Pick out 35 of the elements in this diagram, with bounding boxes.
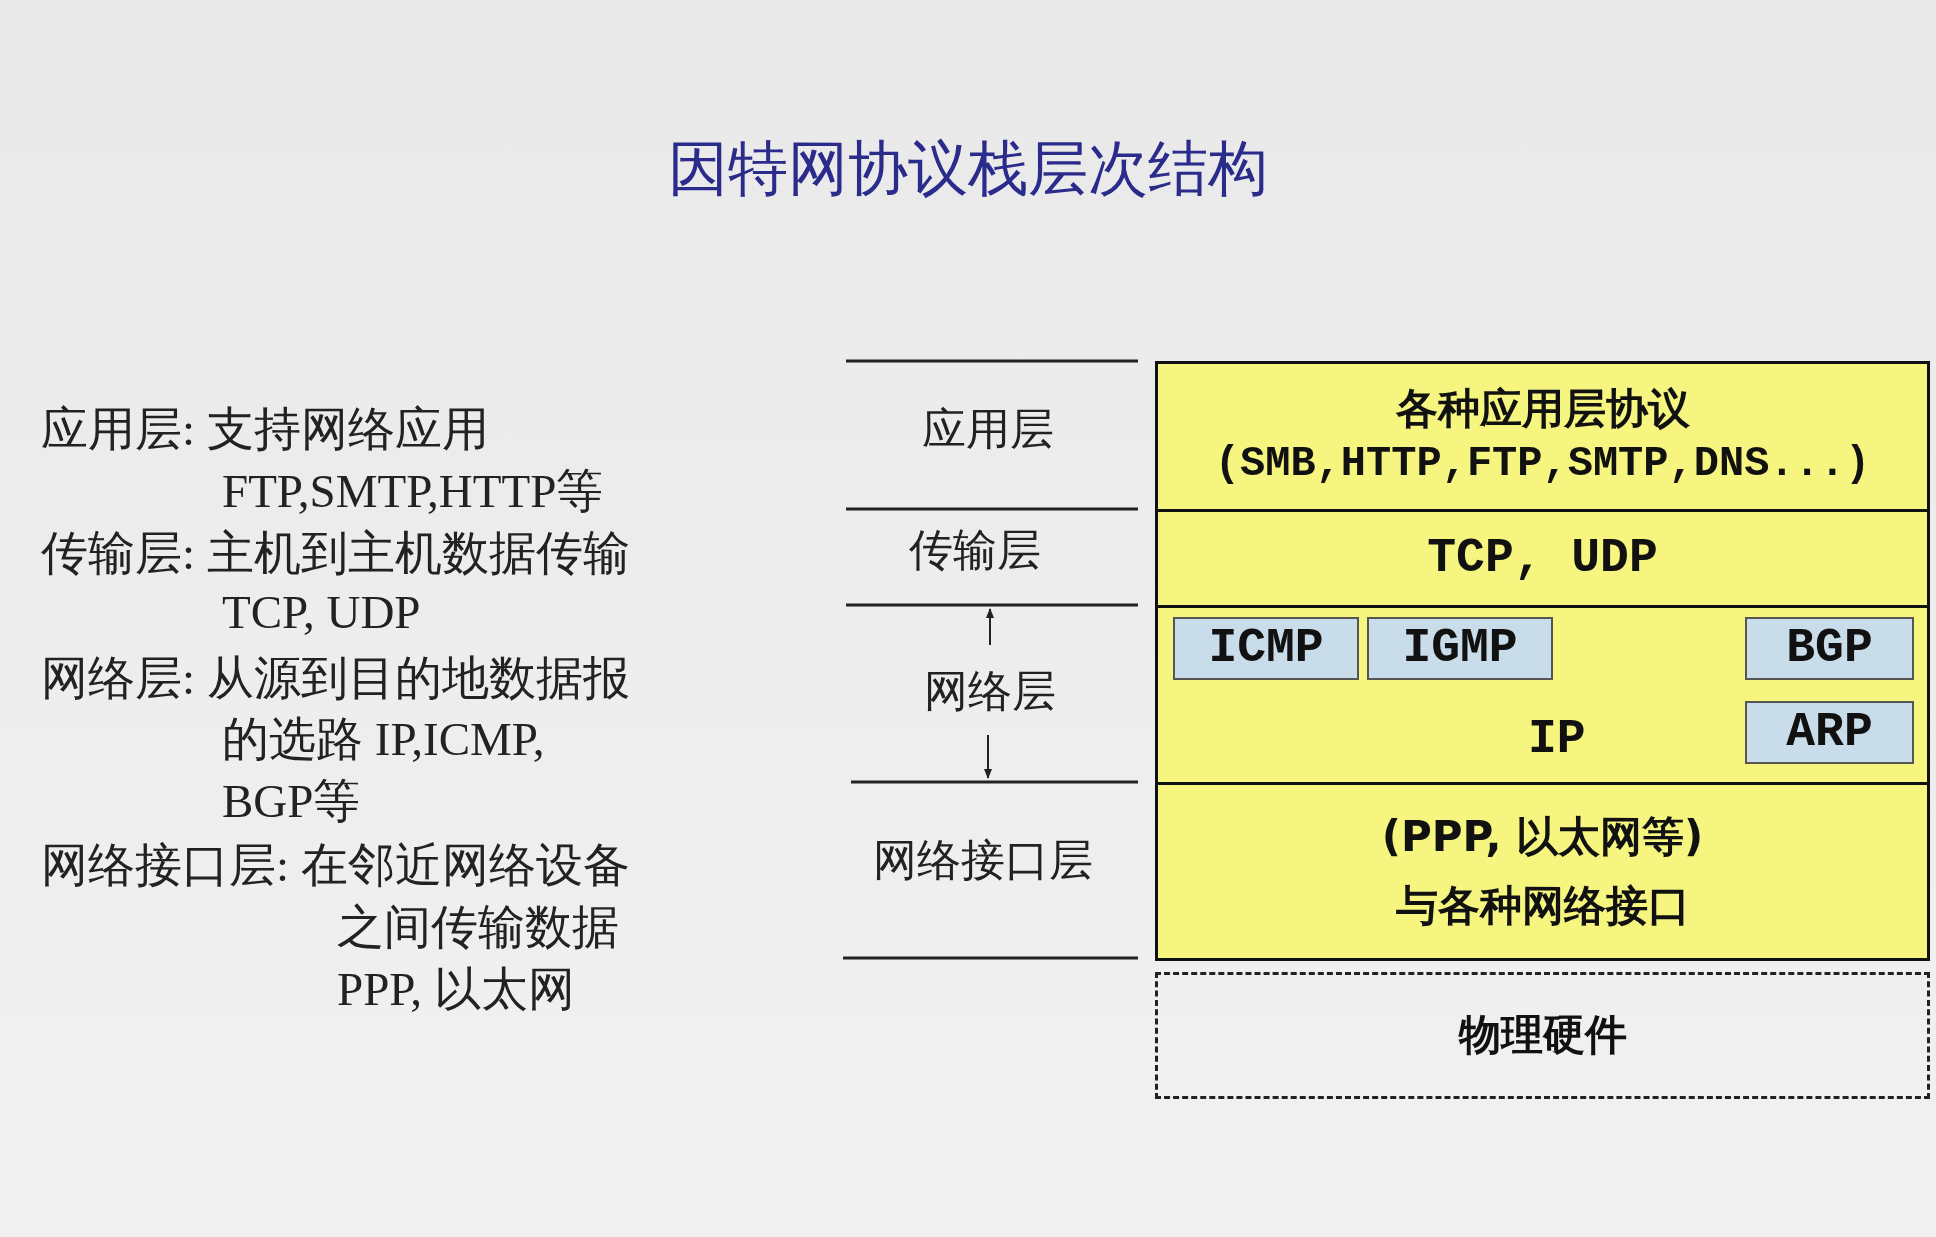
layer-box bbox=[1155, 509, 1930, 608]
layer-box bbox=[1155, 361, 1930, 512]
protocol-list: FTP,SMTP,HTTP等 bbox=[222, 464, 604, 519]
node-text: BGP bbox=[1786, 622, 1873, 675]
protocol-box bbox=[1367, 617, 1553, 680]
hardware-box bbox=[1155, 972, 1930, 1099]
node-text: 各种应用层协议 bbox=[1395, 386, 1690, 433]
protocol-box bbox=[1745, 617, 1914, 680]
node-text: IGMP bbox=[1402, 622, 1518, 675]
node-text: ARP bbox=[1786, 706, 1873, 759]
node-text: ICMP bbox=[1208, 622, 1324, 675]
layer-description: 网络层: 从源到目的地数据报 bbox=[41, 651, 630, 706]
layer-name: 网络层 bbox=[923, 666, 1057, 717]
node-text: TCP, UDP bbox=[1427, 532, 1658, 585]
layer-box bbox=[1155, 782, 1930, 961]
layer-description: 应用层: 支持网络应用 bbox=[41, 402, 489, 457]
layer-box bbox=[1155, 605, 1930, 785]
protocol-list: PPP, 以太网 bbox=[337, 962, 575, 1017]
layer-description: 传输层: 主机到主机数据传输 bbox=[41, 526, 630, 581]
node-text: (SMB,HTTP,FTP,SMTP,DNS...) bbox=[1214, 440, 1871, 487]
layer-description: 之间传输数据 bbox=[337, 900, 619, 955]
node-text: 物理硬件 bbox=[1458, 1012, 1627, 1059]
node-text: IP bbox=[1528, 713, 1586, 766]
protocol-box bbox=[1173, 617, 1359, 680]
protocol-list: BGP等 bbox=[222, 774, 361, 829]
node-text: (PPP, 以太网等) bbox=[1381, 814, 1704, 861]
layer-description: 的选路 IP,ICMP, bbox=[222, 712, 545, 767]
protocol-list: TCP, UDP bbox=[222, 585, 421, 640]
layer-name: 应用层 bbox=[921, 404, 1055, 455]
layer-name: 网络接口层 bbox=[872, 835, 1094, 886]
protocol-box bbox=[1745, 701, 1914, 764]
layer-name: 传输层 bbox=[908, 525, 1042, 576]
title: 因特网协议栈层次结构 bbox=[667, 135, 1269, 204]
node-text: 与各种网络接口 bbox=[1395, 882, 1690, 929]
layer-description: 网络接口层: 在邻近网络设备 bbox=[41, 838, 630, 893]
